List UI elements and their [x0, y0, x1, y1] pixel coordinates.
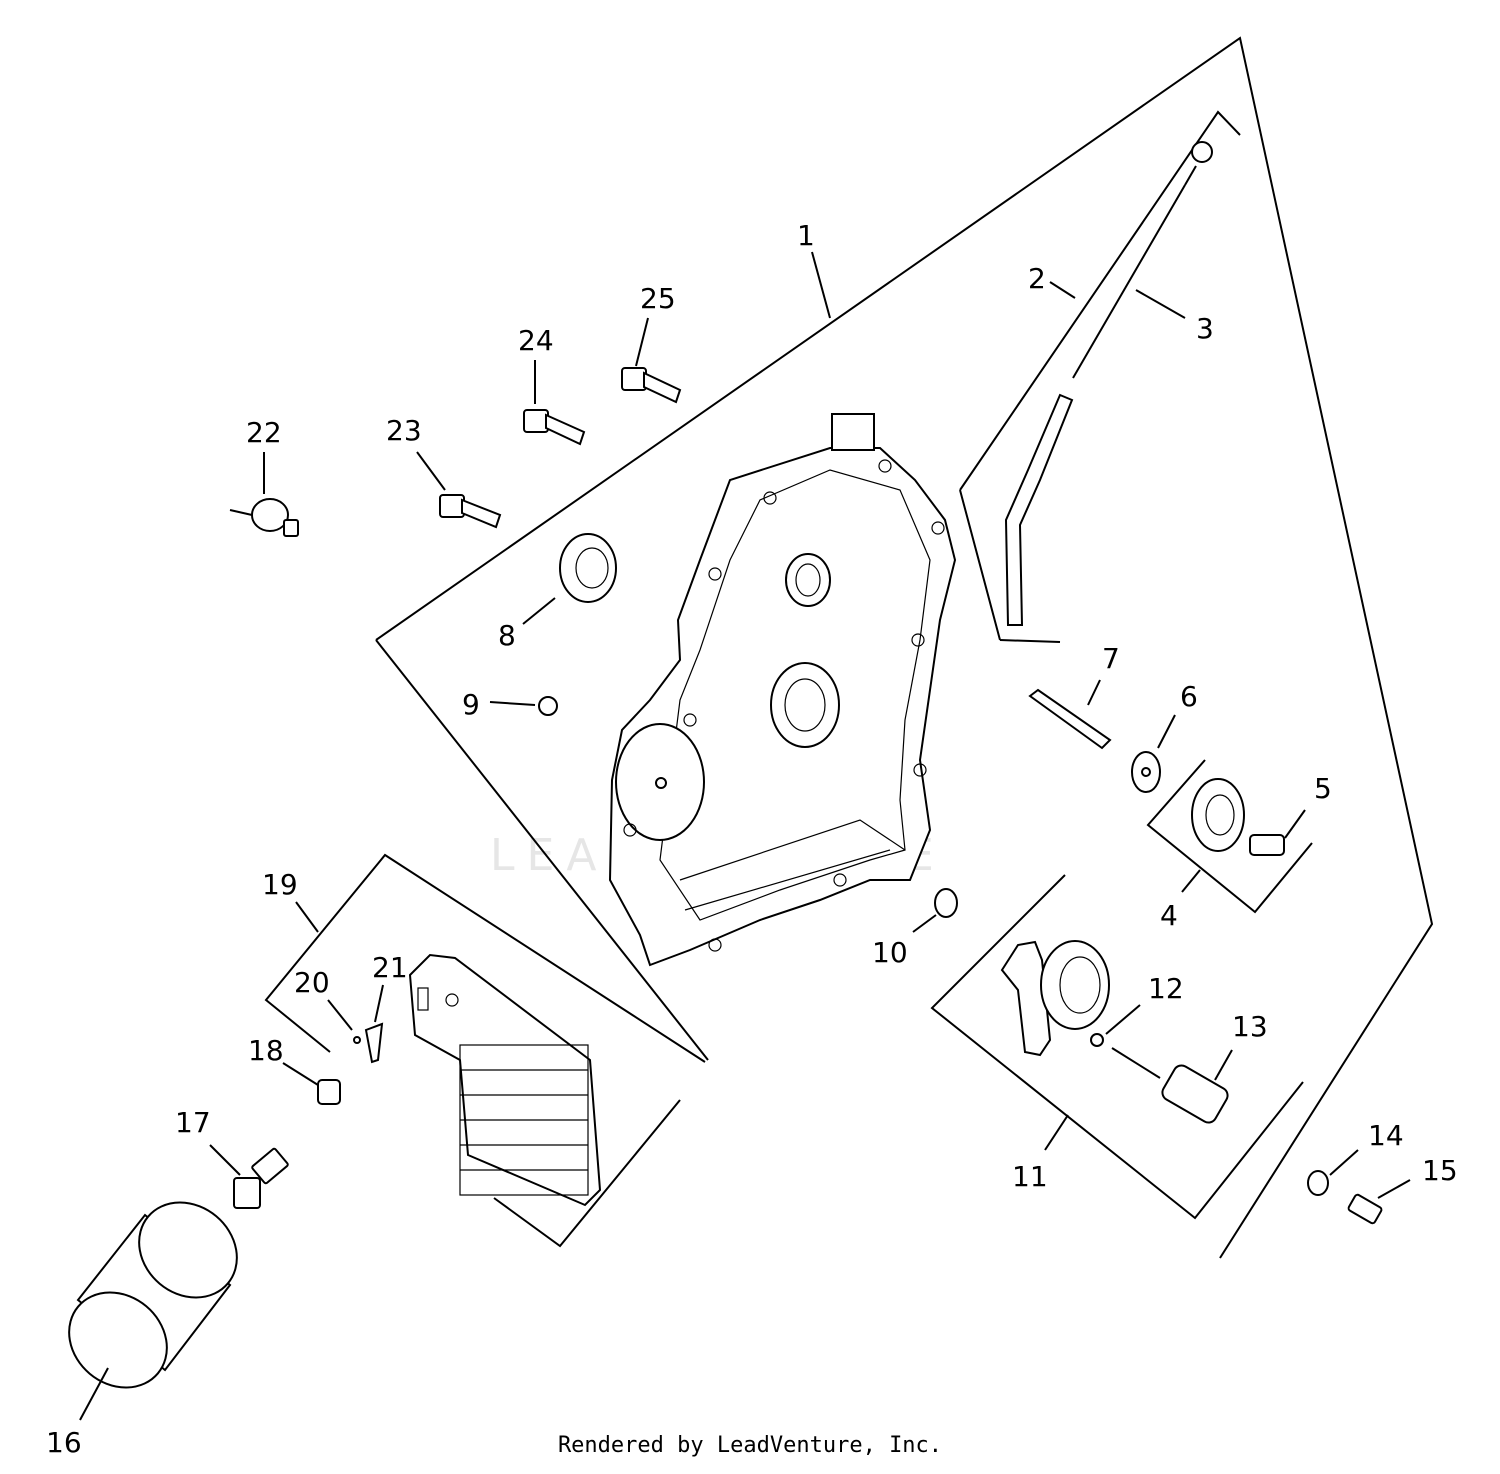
- plug: [317, 1079, 341, 1105]
- callout-19: 19: [262, 868, 298, 901]
- callout-9: 9: [462, 688, 480, 721]
- dipstick-tube: [1004, 393, 1074, 626]
- gear-cover: [608, 413, 957, 967]
- callout-16: 16: [46, 1426, 82, 1459]
- callout-24: 24: [518, 324, 554, 357]
- callout-21: 21: [372, 951, 408, 984]
- oil-pump: [1000, 940, 1110, 1057]
- callout-5: 5: [1314, 772, 1332, 805]
- washer: [1307, 1170, 1329, 1196]
- callout-23: 23: [386, 414, 422, 447]
- leader-lines: [79, 251, 1411, 1421]
- relief-valve: [364, 1022, 384, 1064]
- callout-22: 22: [246, 416, 282, 449]
- o-ring: [934, 888, 958, 918]
- callout-4: 4: [1160, 899, 1178, 932]
- callout-2: 2: [1028, 262, 1046, 295]
- oil-pressure-switch: [229, 498, 299, 537]
- screw-23: [439, 494, 502, 529]
- callout-18: 18: [248, 1034, 284, 1067]
- gear-shaft: [1249, 834, 1285, 856]
- bolt: [1347, 1193, 1383, 1225]
- callout-6: 6: [1180, 680, 1198, 713]
- screw-24: [523, 409, 586, 446]
- callout-7: 7: [1102, 642, 1120, 675]
- callout-3: 3: [1196, 312, 1214, 345]
- callout-20: 20: [294, 966, 330, 999]
- callout-1: 1: [797, 219, 815, 252]
- pin: [1028, 688, 1112, 750]
- oil-pickup: [1111, 1047, 1229, 1124]
- callout-11: 11: [1012, 1160, 1048, 1193]
- group-brackets: [264, 36, 1434, 1259]
- thrust-washer: [1131, 751, 1161, 793]
- oil-cooler: [408, 953, 602, 1207]
- filter-nipple: [233, 1147, 289, 1209]
- callout-12: 12: [1148, 972, 1184, 1005]
- callout-14: 14: [1368, 1119, 1404, 1152]
- callout-15: 15: [1422, 1154, 1458, 1187]
- callout-labels: 1 2 3 4 5 6 7 8 9 10 11 12 13 14 15 16 1…: [46, 219, 1458, 1459]
- oil-filter: [68, 1201, 238, 1389]
- pump-o-ring: [1090, 1033, 1104, 1047]
- footer-credit: Rendered by LeadVenture, Inc.: [557, 1433, 943, 1458]
- spring: [353, 1036, 361, 1044]
- dipstick: [1072, 141, 1213, 379]
- nut: [538, 696, 558, 716]
- callout-13: 13: [1232, 1010, 1268, 1043]
- callout-10: 10: [872, 936, 908, 969]
- callout-17: 17: [175, 1106, 211, 1139]
- callout-25: 25: [640, 282, 676, 315]
- screw-25: [621, 367, 682, 404]
- callout-8: 8: [498, 619, 516, 652]
- oil-seal: [559, 533, 617, 603]
- cam-gear: [1191, 778, 1245, 852]
